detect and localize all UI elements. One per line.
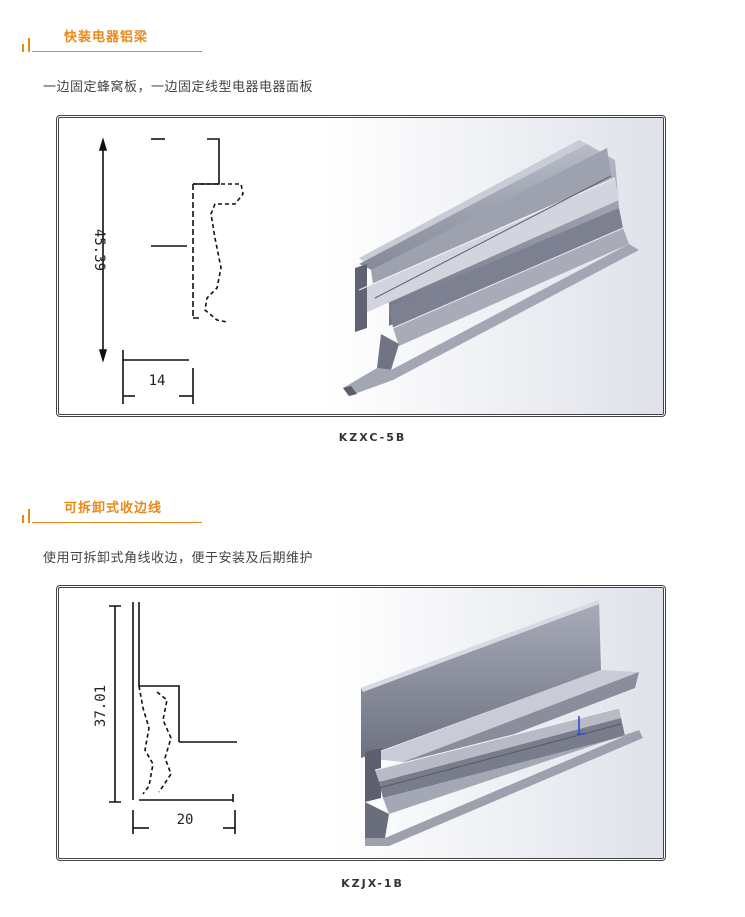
dimension-height-label: 45.39 — [91, 229, 107, 271]
section-description: 一边固定蜂窝板，一边固定线型电器电器面板 — [43, 80, 314, 95]
product-image-kzxc-5b: 45.39 14 — [91, 118, 663, 414]
section-description: 使用可拆卸式角线收边，便于安装及后期维护 — [43, 551, 314, 566]
header-accent-bars — [22, 509, 32, 523]
section-header-1: 快装电器铝梁 — [22, 26, 202, 52]
product-image-frame-1: 45.39 14 — [56, 115, 666, 417]
aluminum-profile-render — [343, 140, 639, 396]
product-code-caption: KZJX-1B — [341, 877, 404, 890]
dimension-height-label: 37.01 — [93, 685, 109, 727]
product-image-frame-2: 37.01 20 — [56, 585, 666, 861]
technical-drawing — [98, 137, 244, 404]
section-header-2: 可拆卸式收边线 — [22, 497, 202, 523]
product-image-kzjx-1b: 37.01 20 — [93, 588, 663, 858]
section-title: 快装电器铝梁 — [64, 30, 149, 45]
dimension-width-label: 14 — [149, 373, 166, 389]
header-underline — [32, 522, 202, 523]
product-code-caption: KZXC-5B — [338, 431, 407, 444]
header-accent-bars — [22, 38, 32, 52]
dimension-width-label: 20 — [177, 812, 194, 828]
header-underline — [32, 51, 202, 52]
technical-drawing — [109, 602, 237, 834]
aluminum-profile-render — [361, 600, 643, 846]
section-title: 可拆卸式收边线 — [64, 501, 163, 516]
